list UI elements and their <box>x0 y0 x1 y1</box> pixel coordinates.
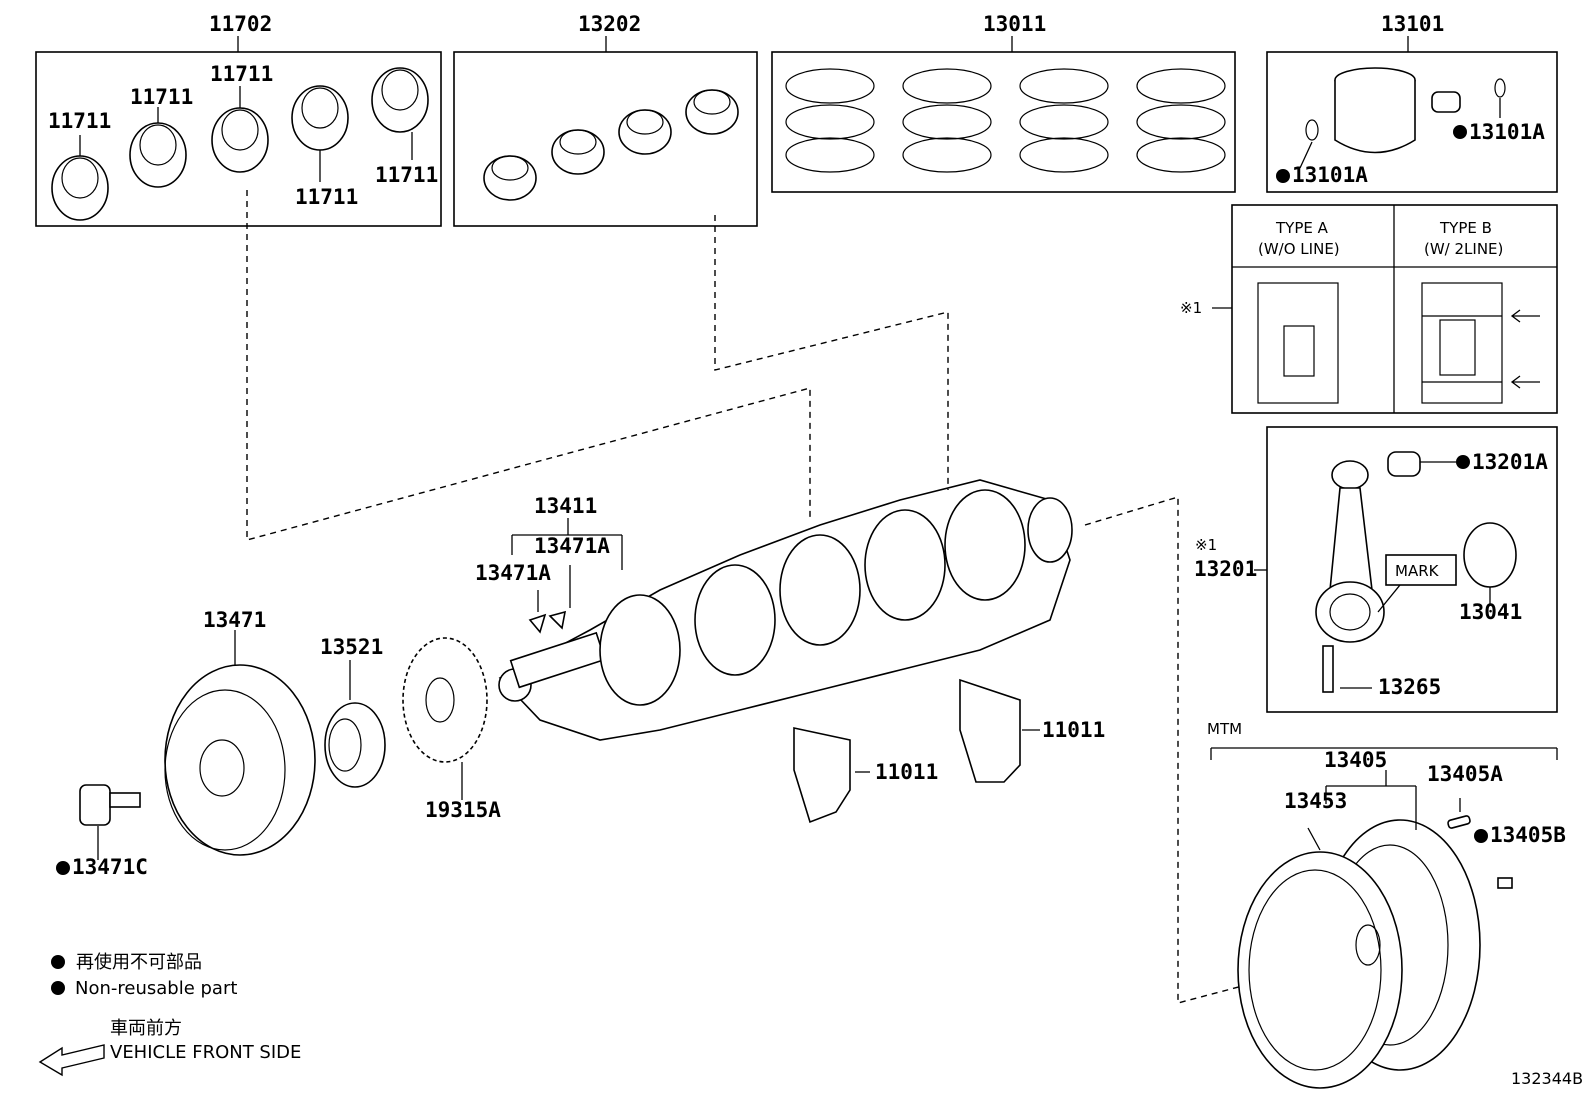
part-number-label[interactable]: 13101A <box>1292 163 1368 187</box>
part-number-label[interactable]: 13265 <box>1378 675 1441 699</box>
part-number-label[interactable]: 13471 <box>203 608 266 632</box>
part-number-label[interactable]: 13101 <box>1381 12 1444 36</box>
connecting-rod-panel <box>1254 426 1558 713</box>
crank-sprocket <box>324 702 386 788</box>
non-reusable-dot <box>1474 829 1488 843</box>
note-mark-rod: ※1 <box>1195 536 1217 554</box>
front-arrow-icon <box>38 1044 105 1077</box>
part-number-label[interactable]: 13411 <box>534 494 597 518</box>
part-number-label[interactable]: 11711 <box>130 85 193 109</box>
crank-key <box>528 610 567 634</box>
part-number-label[interactable]: 13405B <box>1490 823 1566 847</box>
front-jp-text: 車両前方 <box>110 1018 182 1039</box>
leader-lines <box>246 190 1266 1004</box>
bearing-type-b-title: TYPE B <box>1439 219 1492 237</box>
part-number-label[interactable]: 13405 <box>1324 748 1387 772</box>
non-reusable-dot <box>1453 125 1467 139</box>
part-number-label[interactable]: 11711 <box>210 62 273 86</box>
rod-bearing-panel <box>453 36 758 227</box>
main-bearing-panel <box>35 36 442 227</box>
part-number-label[interactable]: 11711 <box>48 109 111 133</box>
legend-dot-jp <box>51 955 65 969</box>
part-number-label[interactable]: 13471A <box>475 561 551 585</box>
non-reusable-dot <box>1456 455 1470 469</box>
part-number-label[interactable]: 13471C <box>72 855 148 879</box>
flywheel <box>1237 819 1481 1089</box>
connecting-rod <box>1315 460 1385 643</box>
rod-mark-label: MARK <box>1395 562 1440 580</box>
pulley-bolt <box>79 784 141 826</box>
part-number-label[interactable]: 13471A <box>534 534 610 558</box>
non-reusable-dot <box>56 861 70 875</box>
part-number-label[interactable]: 11711 <box>375 163 438 187</box>
legend-jp-text: 再使用不可部品 <box>76 952 202 973</box>
variant-label: MTM <box>1207 720 1242 738</box>
bearing-type-a-title: TYPE A <box>1275 219 1329 237</box>
part-number-label[interactable]: 19315A <box>425 798 501 822</box>
note-mark: ※1 <box>1180 299 1202 317</box>
piston-ring-panel <box>771 36 1236 193</box>
non-reusable-dot <box>1276 169 1290 183</box>
crank-pulley <box>164 664 316 856</box>
part-number-label[interactable]: 11011 <box>875 760 938 784</box>
part-number-label[interactable]: 13201A <box>1472 450 1548 474</box>
front-en-text: VEHICLE FRONT SIDE <box>110 1042 301 1063</box>
piston <box>1305 67 1506 154</box>
drawing-code: 132344B <box>1511 1069 1583 1088</box>
mtm-group <box>1210 747 1558 1089</box>
part-number-label[interactable]: 13453 <box>1284 789 1347 813</box>
bearing-type-box <box>1212 204 1558 414</box>
part-number-label[interactable]: 13202 <box>578 12 641 36</box>
part-number-label[interactable]: 11702 <box>209 12 272 36</box>
crankshaft <box>498 479 1073 741</box>
bearing-type-b-sub: (W/ 2LINE) <box>1424 240 1503 258</box>
part-number-label[interactable]: 13041 <box>1459 600 1522 624</box>
timing-rotor <box>402 637 488 763</box>
part-number-label[interactable]: 13405A <box>1427 762 1503 786</box>
part-number-label[interactable]: 13521 <box>320 635 383 659</box>
piston-ring-set <box>785 68 1226 173</box>
part-number-label[interactable]: 13101A <box>1469 120 1545 144</box>
part-number-label[interactable]: 11711 <box>295 185 358 209</box>
legend-en-text: Non-reusable part <box>75 978 237 999</box>
main-bearing-shell <box>51 67 429 221</box>
rod-bearing-shell <box>483 89 739 201</box>
part-number-label[interactable]: 13011 <box>983 12 1046 36</box>
legend-dot-en <box>51 981 65 995</box>
piston-panel <box>1266 36 1558 193</box>
part-number-label[interactable]: 11011 <box>1042 718 1105 742</box>
bearing-type-a-sub: (W/O LINE) <box>1258 240 1340 258</box>
thrust-washer <box>793 678 1021 824</box>
part-number-label[interactable]: 13201 <box>1194 557 1257 581</box>
